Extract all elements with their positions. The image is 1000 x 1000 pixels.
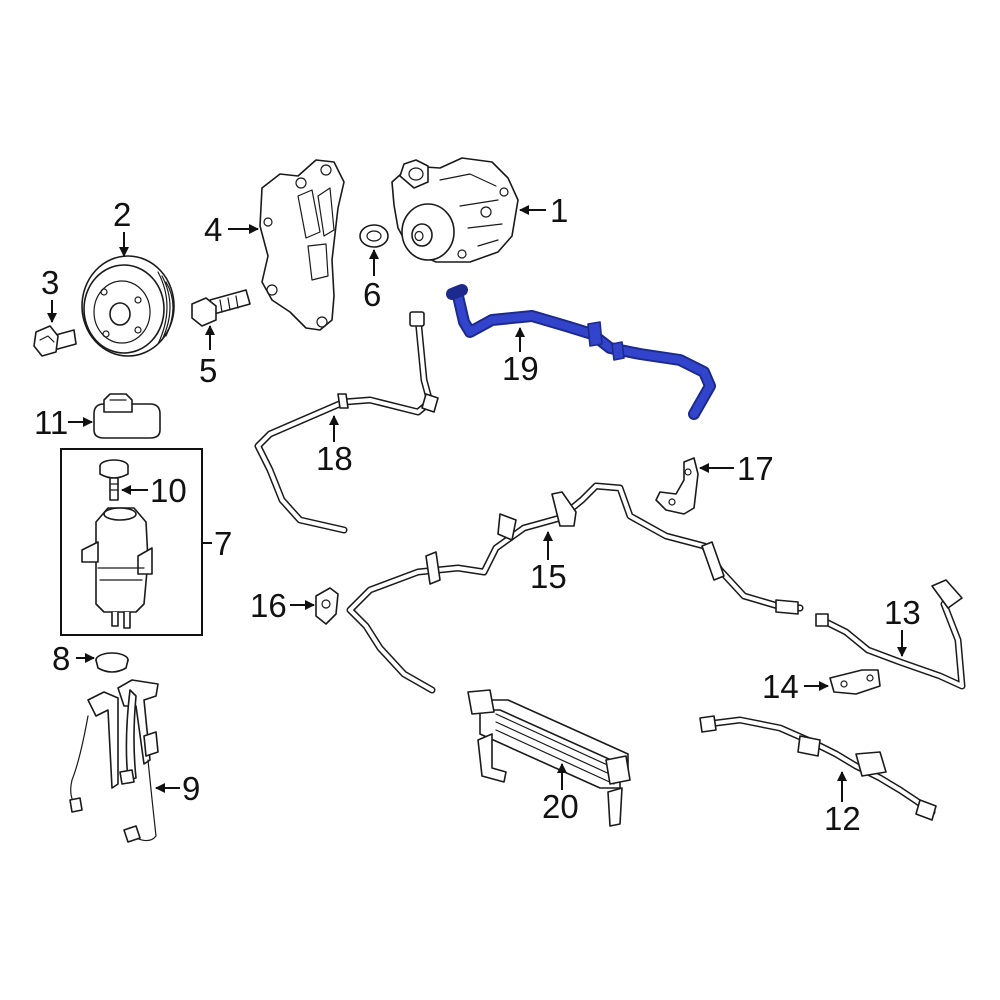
callout-4: 4 (204, 211, 259, 248)
svg-text:17: 17 (737, 450, 774, 487)
svg-text:10: 10 (150, 472, 187, 509)
line-retaining-clip[interactable] (315, 587, 339, 625)
callout-7: 7 (202, 525, 232, 562)
callout-6: 6 (363, 249, 381, 313)
callout-18: 18 (316, 415, 353, 477)
svg-text:15: 15 (530, 558, 567, 595)
callout-5: 5 (199, 325, 217, 389)
callout-14: 14 (762, 668, 829, 705)
svg-text:18: 18 (316, 440, 353, 477)
svg-text:3: 3 (41, 264, 59, 301)
callout-15: 15 (530, 531, 567, 595)
callout-16: 16 (250, 587, 315, 624)
return-line-right[interactable] (815, 579, 966, 690)
callout-11: 11 (34, 404, 93, 441)
pressure-line-main[interactable] (346, 482, 804, 694)
svg-text:9: 9 (182, 770, 200, 807)
return-hose-highlighted[interactable] (446, 284, 716, 420)
pump-pulley[interactable] (81, 255, 175, 357)
callout-3: 3 (41, 264, 59, 323)
callout-8: 8 (52, 640, 95, 677)
reservoir-plug[interactable] (95, 652, 129, 673)
callout-17: 17 (699, 450, 774, 487)
svg-text:16: 16 (250, 587, 287, 624)
reservoir-dipstick-cap[interactable] (99, 459, 129, 501)
callout-20: 20 (542, 763, 579, 825)
svg-text:12: 12 (824, 800, 861, 837)
reservoir-cap-cover[interactable] (93, 393, 161, 439)
svg-text:8: 8 (52, 640, 70, 677)
svg-text:4: 4 (204, 211, 222, 248)
svg-text:7: 7 (214, 525, 232, 562)
svg-text:19: 19 (502, 350, 539, 387)
callout-13: 13 (884, 594, 921, 657)
callout-1: 1 (519, 192, 568, 229)
pump-mounting-bracket[interactable] (259, 159, 345, 331)
power-steering-pump[interactable] (391, 157, 519, 263)
svg-text:1: 1 (550, 192, 568, 229)
svg-text:6: 6 (363, 276, 381, 313)
svg-text:11: 11 (34, 404, 68, 441)
line-mounting-bracket-small[interactable] (829, 669, 881, 695)
callout-9: 9 (155, 770, 200, 807)
svg-text:20: 20 (542, 788, 579, 825)
line-support-bracket[interactable] (655, 457, 699, 515)
spacer-ring[interactable] (359, 224, 389, 248)
pressure-hose-upper[interactable] (254, 311, 439, 534)
bracket-bolt[interactable] (191, 289, 251, 327)
power-steering-cooler[interactable] (467, 689, 631, 827)
svg-text:5: 5 (199, 352, 217, 389)
callout-19: 19 (502, 327, 539, 387)
svg-text:13: 13 (884, 594, 921, 631)
callout-12: 12 (824, 771, 861, 837)
reservoir-mounting-bracket[interactable] (69, 679, 159, 843)
svg-text:2: 2 (113, 196, 131, 233)
callout-10: 10 (121, 472, 187, 509)
svg-text:14: 14 (762, 668, 799, 705)
pressure-hose-lower[interactable] (699, 715, 937, 821)
pulley-bolt[interactable] (33, 325, 77, 357)
power-steering-reservoir[interactable] (81, 507, 153, 629)
callout-2: 2 (113, 196, 131, 257)
